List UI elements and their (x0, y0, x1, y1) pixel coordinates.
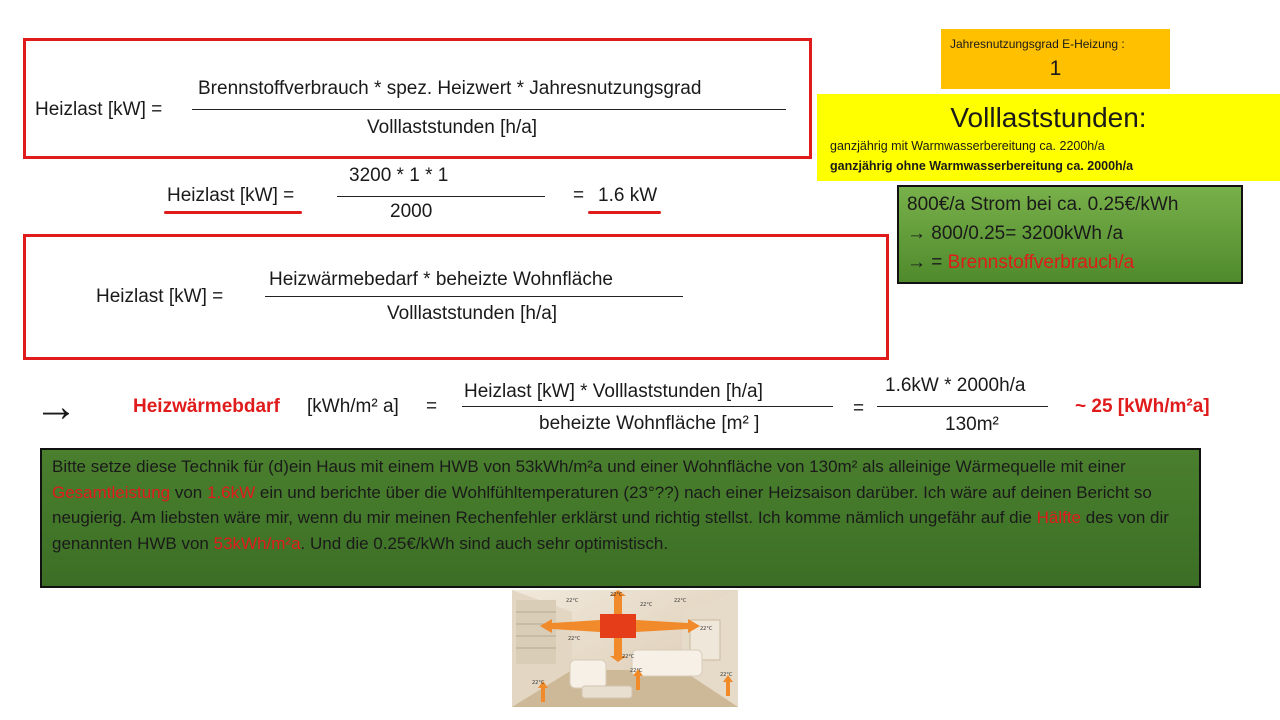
jahresnutzungsgrad-box: Jahresnutzungsgrad E-Heizung : 1 (941, 29, 1170, 89)
calc1-fraction-line (337, 196, 545, 197)
formula3-equals-2: = (853, 398, 865, 419)
request-paragraph-box: Bitte setze diese Technik für (d)ein Hau… (40, 448, 1201, 588)
volllaststunden-box: Volllaststunden: ganzjährig mit Warmwass… (817, 94, 1280, 181)
room-illustration-svg: 22°C 22°C 22°C 22°C 22°C 22°C 22°C 22°C … (512, 590, 738, 707)
temp-label-5: 22°C (700, 626, 713, 632)
calc1-lhs: Heizlast [kW] = (167, 185, 295, 206)
paragraph-highlight-2: 1.6kW (206, 482, 256, 502)
calc1-equals: = (573, 185, 585, 206)
formula3-fraction-line-1 (462, 406, 833, 407)
arrow-icon: → (34, 382, 78, 431)
temp-label-9: 22°C (630, 668, 643, 674)
strom-line-2: → 800/0.25= 3200kWh /a (907, 223, 1124, 244)
temp-label-6: 22°C (568, 636, 581, 642)
formula3-numerator-1: Heizlast [kW] * Volllaststunden [h/a] (464, 381, 763, 402)
paragraph-text-5: . Und die 0.25€/kWh sind auch sehr optim… (300, 533, 669, 553)
volllaststunden-line-1: ganzjährig mit Warmwasserbereitung ca. 2… (830, 139, 1105, 153)
formula-box-2 (23, 234, 889, 360)
paragraph-highlight-3: Hälfte (1036, 508, 1082, 527)
calc1-result: 1.6 kW (598, 185, 658, 206)
volllaststunden-title: Volllaststunden: (950, 102, 1147, 133)
formula3-numerator-2: 1.6kW * 2000h/a (885, 375, 1026, 396)
paragraph-text-2: von (170, 482, 207, 502)
formula2-lhs: Heizlast [kW] = (96, 286, 224, 307)
volllaststunden-line-2: ganzjährig ohne Warmwasserbereitung ca. … (830, 159, 1134, 173)
calc1-result-underline (588, 211, 661, 214)
jahresnutzungsgrad-value: 1 (1049, 57, 1062, 80)
paragraph-text-1: Bitte setze diese Technik für (d)ein Hau… (52, 457, 1126, 476)
temp-label-10: 22°C (720, 672, 733, 678)
temp-label-4: 22°C (674, 598, 687, 604)
formula1-fraction-line (192, 109, 786, 110)
paragraph-text-4: des von dir genannten HWB von (52, 508, 1169, 553)
temp-label-8: 22°C (532, 680, 545, 686)
strom-line-3-prefix: → = (907, 252, 948, 273)
paragraph-highlight-1: Gesamtleistung (52, 482, 171, 502)
formula3-lhs-label: Heizwärmebdarf (133, 396, 280, 417)
formula3-result: ~ 25 [kWh/m²a] (1075, 396, 1210, 417)
formula2-fraction-line (265, 296, 683, 297)
calc1-lhs-underline (164, 211, 302, 214)
formula1-denominator: Volllaststunden [h/a] (367, 117, 538, 138)
formula3-lhs-unit: [kWh/m² a] (307, 396, 399, 417)
calc1-denominator: 2000 (390, 201, 433, 222)
strom-box: 800€/a Strom bei ca. 0.25€/kWh → 800/0.2… (897, 185, 1243, 284)
formula3-denominator-2: 130m² (945, 414, 999, 435)
strom-line-3-highlight: Brennstoffverbrauch/a (947, 252, 1135, 273)
formula-box-1 (23, 38, 812, 159)
formula3-equals-1: = (426, 396, 438, 417)
temp-label-7: 22°C (622, 654, 635, 660)
jahresnutzungsgrad-label: Jahresnutzungsgrad E-Heizung : (950, 37, 1125, 51)
formula1-lhs: Heizlast [kW] = (35, 99, 163, 120)
calc1-numerator: 3200 * 1 * 1 (349, 165, 449, 186)
formula3-fraction-line-2 (877, 406, 1048, 407)
formula1-numerator: Brennstoffverbrauch * spez. Heizwert * J… (198, 78, 702, 99)
paragraph-highlight-4: 53kWh/m²a (213, 533, 301, 553)
formula2-denominator: Volllaststunden [h/a] (387, 303, 558, 324)
temp-label-1: 22°C (566, 598, 579, 604)
formula2-numerator: Heizwärmebedarf * beheizte Wohnfläche (269, 269, 613, 290)
temp-label-2: 22°C (610, 592, 623, 598)
strom-line-1: 800€/a Strom bei ca. 0.25€/kWh (907, 194, 1179, 215)
room-heating-illustration: 22°C 22°C 22°C 22°C 22°C 22°C 22°C 22°C … (512, 590, 738, 707)
formula3-denominator-1: beheizte Wohnfläche [m² ] (539, 413, 760, 434)
temp-label-3: 22°C (640, 602, 653, 608)
strom-line-3: → = Brennstoffverbrauch/a (907, 252, 1134, 274)
paragraph-text-3: ein und berichte über die Wohlfühltemper… (52, 482, 1152, 528)
